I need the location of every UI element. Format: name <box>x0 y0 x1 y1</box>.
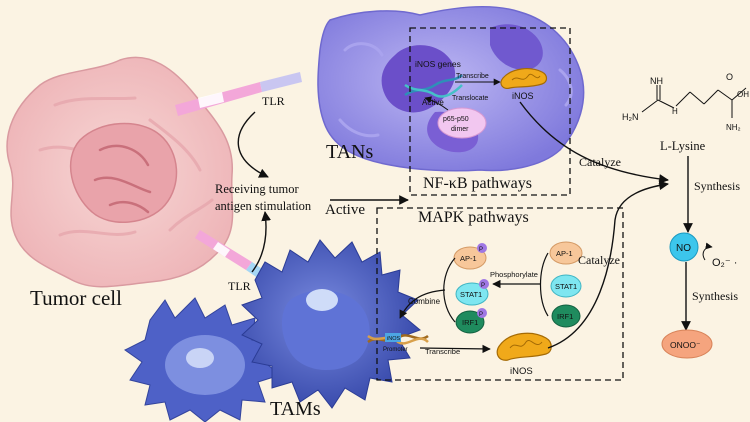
svg-text:STAT1: STAT1 <box>460 290 482 299</box>
p65-label-line2: dimer <box>451 126 469 133</box>
tans-label: TANs <box>326 141 374 163</box>
tams-label: TAMs <box>270 398 321 420</box>
receiving-label-line2: antigen stimulation <box>215 199 312 213</box>
inos-top-label: iNOS <box>512 91 534 101</box>
p65-label-line1: p65-p50 <box>443 116 469 123</box>
svg-text:OH: OH <box>737 90 749 99</box>
svg-text:STAT1: STAT1 <box>555 282 577 291</box>
transcribe-top-label: Transcribe <box>456 73 489 80</box>
synthesis-label-2: Synthesis <box>692 289 738 303</box>
active-main-label: Active <box>325 202 365 218</box>
tumor-nucleus <box>71 124 177 223</box>
svg-text:IRF1: IRF1 <box>462 318 478 327</box>
catalyze-bottom-label: Catalyze <box>578 253 620 267</box>
svg-text:IRF1: IRF1 <box>557 312 573 321</box>
phosphorylate-label: Phosphorylate <box>490 270 538 279</box>
inos-promoter-gene-label: iNOS <box>387 336 400 342</box>
p65-p50-dimer <box>438 108 486 138</box>
transcribe-bottom-label: Transcribe <box>425 347 460 356</box>
svg-text:H₂N: H₂N <box>622 112 639 122</box>
svg-text:AP-1: AP-1 <box>460 254 477 263</box>
active-small-label: Active <box>422 98 444 107</box>
svg-text:P: P <box>479 247 483 253</box>
l-lysine-structure <box>642 85 746 118</box>
tlr-top-label: TLR <box>262 94 285 108</box>
tumor-cell <box>7 57 232 286</box>
combine-label: Combine <box>408 297 441 306</box>
tam-cell-front <box>242 240 420 408</box>
svg-text:P: P <box>481 283 485 289</box>
tlr-top-arrow <box>238 112 268 177</box>
o2-arrow <box>703 247 712 260</box>
o2-label: O₂⁻ · <box>712 257 737 269</box>
svg-text:NH₂: NH₂ <box>726 123 741 132</box>
svg-text:P: P <box>479 312 483 318</box>
right-bracket <box>541 253 549 316</box>
mapk-label: MAPK pathways <box>418 209 529 226</box>
nfkb-label: NF-κB pathways <box>423 175 532 192</box>
promoter-label: Promoter <box>383 347 408 353</box>
no-label: NO <box>676 243 691 254</box>
receiving-label-line1: Receiving tumor <box>215 182 299 196</box>
translocate-label: Translocate <box>452 95 488 102</box>
svg-text:H: H <box>672 107 678 116</box>
synthesis-label-1: Synthesis <box>694 179 740 193</box>
tlr-bottom-label: TLR <box>228 279 251 293</box>
inos-mitochondrion-bottom <box>497 333 551 360</box>
svg-text:NH: NH <box>650 76 663 86</box>
svg-text:O: O <box>726 72 733 82</box>
onoo-label: ONOO⁻ <box>670 340 701 350</box>
l-lysine-formula-labels: NH H₂N H O OH NH₂ <box>622 72 749 132</box>
inos-genes-label: iNOS genes <box>415 59 461 69</box>
left-bracket <box>444 258 455 322</box>
svg-text:AP-1: AP-1 <box>556 249 573 258</box>
inos-bottom-label: iNOS <box>510 366 533 377</box>
tumor-cell-label: Tumor cell <box>30 286 122 310</box>
catalyze-top-label: Catalyze <box>579 155 621 169</box>
l-lysine-label: L-Lysine <box>660 139 706 153</box>
